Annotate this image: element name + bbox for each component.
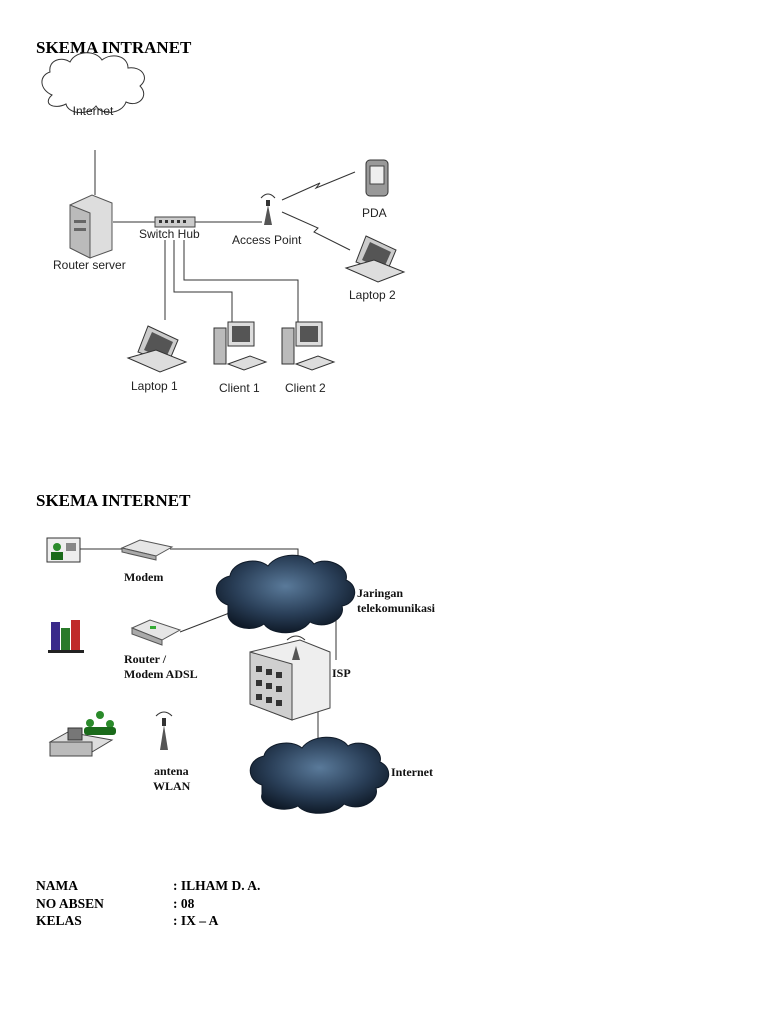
isp-label: ISP (332, 666, 351, 680)
client-2-label: Client 2 (285, 381, 326, 395)
router-adsl-icon (130, 619, 182, 646)
client-1-icon (213, 321, 268, 371)
antena-label-2: WLAN (153, 779, 191, 793)
info-value: : ILHAM D. A. (173, 878, 261, 893)
info-value: : IX – A (173, 913, 219, 928)
router-label-2: Modem ADSL (124, 667, 198, 681)
switch-hub-label: Switch Hub (139, 227, 200, 241)
internet-cloud-icon (249, 736, 390, 814)
client-2-icon (281, 321, 336, 371)
laptop-2-label: Laptop 2 (349, 288, 396, 302)
switch-hub-icon (154, 216, 196, 228)
router-server-icon (69, 194, 113, 259)
isp-building-icon (249, 635, 331, 721)
user-computer-icon (46, 537, 81, 563)
access-point-label: Access Point (232, 233, 302, 247)
internet-label: Internet (391, 765, 433, 779)
antenna-wlan-icon (155, 711, 173, 750)
jaringan-label-1: Jaringan (357, 586, 403, 600)
client-1-label: Client 1 (219, 381, 260, 395)
office-users-icon (48, 711, 116, 757)
jaringan-label-2: telekomunikasi (357, 601, 436, 615)
student-info-row: KELAS : IX – A (36, 912, 260, 930)
laptop-1-icon (126, 325, 188, 373)
intranet-title: SKEMA INTRANET (36, 38, 192, 57)
internet-diagram: Modem Router / Modem ADSL antena WLAN Ja… (46, 537, 436, 814)
internet-title: SKEMA INTERNET (36, 491, 191, 510)
router-label-1: Router / (124, 652, 167, 666)
intranet-diagram: Internet Router server Switch Hub Access… (41, 52, 406, 395)
info-value: : 08 (173, 895, 195, 911)
student-info-row: NO ABSEN : 08 (36, 895, 260, 913)
student-info: NAMA : ILHAM D. A. NO ABSEN : 08 KELAS :… (36, 877, 260, 930)
access-point-icon (260, 193, 276, 225)
telecom-cloud-icon (215, 554, 356, 634)
laptop-1-label: Laptop 1 (131, 379, 178, 393)
info-key: NO ABSEN (36, 895, 104, 911)
pda-label: PDA (362, 206, 387, 220)
modem-label: Modem (124, 570, 163, 584)
laptop-2-icon (344, 235, 406, 283)
internet-cloud-icon (41, 52, 145, 113)
antena-label-1: antena (154, 764, 189, 778)
pda-icon (365, 159, 389, 197)
router-server-label: Router server (53, 258, 126, 272)
modem-icon (120, 539, 174, 561)
office-building-icon (48, 620, 84, 653)
info-key: NAMA (36, 878, 78, 893)
internet-label: Internet (73, 104, 114, 118)
info-key: KELAS (36, 913, 82, 928)
student-info-row: NAMA : ILHAM D. A. (36, 877, 260, 895)
